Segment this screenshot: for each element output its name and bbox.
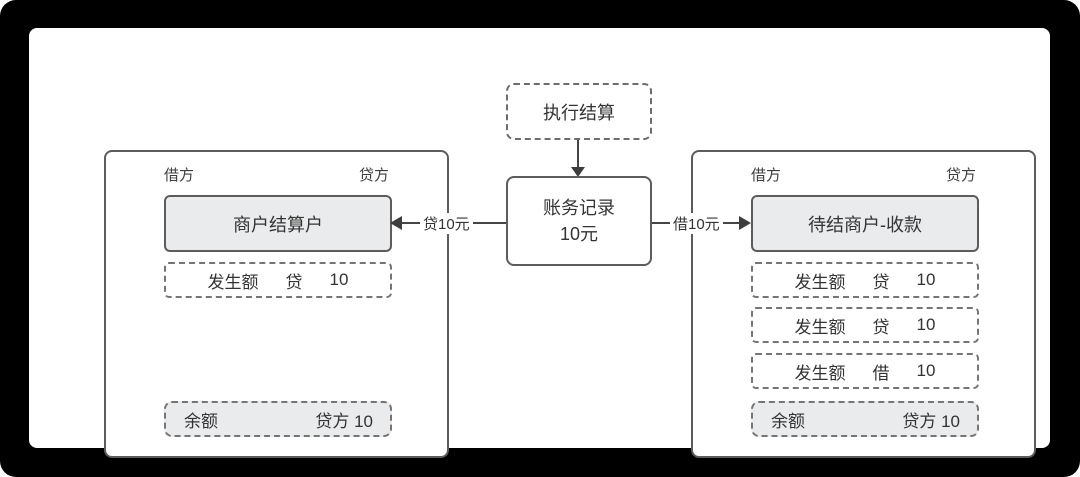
debit-column-header: 借方 xyxy=(751,167,782,184)
entry-row: 发生额 贷 10 xyxy=(751,307,979,343)
connector-trigger-to-record xyxy=(577,140,579,169)
arrow-down-icon xyxy=(571,167,585,177)
entry-row: 发生额 贷 10 xyxy=(751,262,979,298)
ledger-merchant-settlement-account: 借方 贷方 商户结算户 发生额 贷 10 余额 贷方 10 xyxy=(104,150,449,458)
ledger-pending-merchant-collection: 借方 贷方 待结商户-收款 发生额 贷 10 发生额 贷 10 发生额 借 10… xyxy=(691,150,1036,458)
account-name-label: 待结商户-收款 xyxy=(808,214,922,235)
diagram-canvas: 执行结算 账务记录 10元 贷10元 借10元 借方 贷方 商户结算户 发生额 … xyxy=(29,28,1050,458)
entry-label: 发生额 xyxy=(794,272,846,292)
entry-row: 发生额 贷 10 xyxy=(164,262,392,298)
credit-column-header: 贷方 xyxy=(358,167,389,184)
entry-side: 贷 xyxy=(872,317,890,337)
account-title: 待结商户-收款 xyxy=(751,195,979,252)
arrow-left-icon xyxy=(390,216,402,230)
balance-value: 贷方 10 xyxy=(902,411,960,431)
entry-row: 发生额 借 10 xyxy=(751,353,979,389)
balance-label: 余额 xyxy=(771,411,805,431)
entry-label: 发生额 xyxy=(794,317,846,337)
entry-amount: 10 xyxy=(916,315,936,334)
credit-edge-label: 贷10元 xyxy=(420,213,473,234)
balance-row: 余额 贷方 10 xyxy=(751,401,979,437)
entry-side: 贷 xyxy=(872,272,890,292)
accounting-record-amount: 10元 xyxy=(559,224,599,244)
entry-amount: 10 xyxy=(916,361,936,380)
entry-amount: 10 xyxy=(329,270,349,289)
accounting-record-title: 账务记录 xyxy=(543,197,615,218)
arrow-right-icon xyxy=(739,216,751,230)
execute-settlement-node: 执行结算 xyxy=(506,83,652,140)
entry-amount: 10 xyxy=(916,270,936,289)
debit-edge-label: 借10元 xyxy=(670,213,723,234)
account-name-label: 商户结算户 xyxy=(233,214,323,235)
account-title: 商户结算户 xyxy=(164,195,392,252)
debit-column-header: 借方 xyxy=(164,167,195,184)
accounting-record-node: 账务记录 10元 xyxy=(506,176,652,266)
entry-side: 借 xyxy=(872,363,890,383)
credit-column-header: 贷方 xyxy=(945,167,976,184)
balance-label: 余额 xyxy=(184,411,218,431)
entry-label: 发生额 xyxy=(207,272,259,292)
balance-value: 贷方 10 xyxy=(315,411,373,431)
execute-settlement-label: 执行结算 xyxy=(543,102,615,123)
entry-label: 发生额 xyxy=(794,363,846,383)
balance-row: 余额 贷方 10 xyxy=(164,401,392,437)
entry-side: 贷 xyxy=(285,272,303,292)
